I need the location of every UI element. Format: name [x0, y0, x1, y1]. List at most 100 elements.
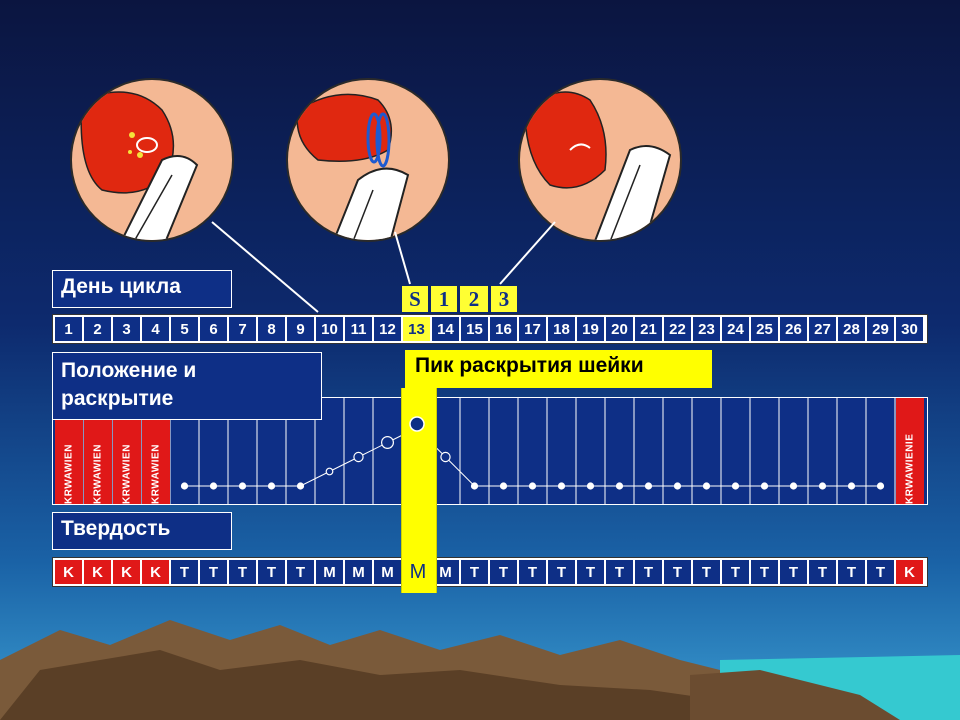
- day-cell-12: 12: [374, 317, 401, 341]
- firmness-cell-27: T: [809, 560, 836, 584]
- firmness-cell-8: T: [258, 560, 285, 584]
- position-label: Положение и раскрытие: [52, 352, 322, 420]
- peak-day-s: S: [402, 286, 428, 312]
- day-cell-25: 25: [751, 317, 778, 341]
- position-point-day-8: [267, 482, 276, 490]
- peak-label: Пик раскрытия шейки: [405, 350, 712, 388]
- firmness-cell-29: T: [867, 560, 894, 584]
- day-cell-27: 27: [809, 317, 836, 341]
- day-cell-5: 5: [171, 317, 198, 341]
- position-point-day-22: [673, 482, 682, 490]
- position-point-day-28: [847, 482, 856, 490]
- day-cell-29: 29: [867, 317, 894, 341]
- day-cell-16: 16: [490, 317, 517, 341]
- cervix-illustration-right: [518, 78, 682, 242]
- position-point-day-7: [238, 482, 247, 490]
- firmness-cell-21: T: [635, 560, 662, 584]
- firmness-cell-30: K: [896, 560, 923, 584]
- firmness-cell-19: T: [577, 560, 604, 584]
- day-cell-7: 7: [229, 317, 256, 341]
- peak-day-1: 1: [431, 286, 457, 312]
- position-chart-svg: [82, 398, 896, 504]
- firmness-cell-26: T: [780, 560, 807, 584]
- position-point-day-10: [325, 467, 334, 476]
- firmness-cell-24: T: [722, 560, 749, 584]
- firmness-cell-5: T: [171, 560, 198, 584]
- position-point-day-29: [876, 482, 885, 490]
- position-point-day-5: [180, 482, 189, 490]
- position-point-day-25: [760, 482, 769, 490]
- position-point-day-20: [615, 482, 624, 490]
- position-point-day-18: [557, 482, 566, 490]
- firmness-cell-4: K: [142, 560, 169, 584]
- position-point-day-9: [296, 482, 305, 490]
- day-cell-14: 14: [432, 317, 459, 341]
- firmness-cell-10: M: [316, 560, 343, 584]
- day-cell-11: 11: [345, 317, 372, 341]
- day-cell-9: 9: [287, 317, 314, 341]
- mountains: [0, 620, 960, 720]
- firmness-cell-23: T: [693, 560, 720, 584]
- day-cell-19: 19: [577, 317, 604, 341]
- firmness-cell-20: T: [606, 560, 633, 584]
- firmness-cell-16: T: [490, 560, 517, 584]
- day-cell-10: 10: [316, 317, 343, 341]
- day-cell-4: 4: [142, 317, 169, 341]
- position-point-day-24: [731, 482, 740, 490]
- day-cell-15: 15: [461, 317, 488, 341]
- day-cell-24: 24: [722, 317, 749, 341]
- firmness-cell-28: T: [838, 560, 865, 584]
- firmness-cell-7: T: [229, 560, 256, 584]
- firmness-cell-3: K: [113, 560, 140, 584]
- day-cell-17: 17: [519, 317, 546, 341]
- day-cell-21: 21: [635, 317, 662, 341]
- position-point-day-16: [499, 482, 508, 490]
- firmness-cell-11: M: [345, 560, 372, 584]
- position-point-day-26: [789, 482, 798, 490]
- firmness-cell-2: K: [84, 560, 111, 584]
- position-point-day-19: [586, 482, 595, 490]
- day-cell-6: 6: [200, 317, 227, 341]
- position-point-day-23: [702, 482, 711, 490]
- day-cell-2: 2: [84, 317, 111, 341]
- day-label: День цикла: [52, 270, 232, 308]
- position-point-day-14: [440, 451, 451, 463]
- position-point-day-6: [209, 482, 218, 490]
- firmness-label: Твердость: [52, 512, 232, 550]
- day-cell-28: 28: [838, 317, 865, 341]
- firmness-cell-25: T: [751, 560, 778, 584]
- position-label-line2: раскрытие: [61, 387, 174, 410]
- firmness-cell-22: T: [664, 560, 691, 584]
- day-cell-13: 13: [403, 317, 430, 341]
- firmness-cell-17: T: [519, 560, 546, 584]
- position-point-day-27: [818, 482, 827, 490]
- position-point-day-15: [470, 482, 479, 490]
- firmness-cell-12: M: [374, 560, 401, 584]
- day-cell-30: 30: [896, 317, 923, 341]
- cervix-illustration-left: [70, 78, 234, 242]
- position-label-line1: Положение и: [61, 359, 197, 382]
- position-point-day-17: [528, 482, 537, 490]
- peak-day-2: 2: [460, 286, 488, 312]
- position-point-day-11: [353, 451, 364, 463]
- day-cell-8: 8: [258, 317, 285, 341]
- firmness-cell-18: T: [548, 560, 575, 584]
- day-cell-23: 23: [693, 317, 720, 341]
- position-series-line: [184, 427, 881, 487]
- firmness-cell-6: T: [200, 560, 227, 584]
- day-cell-20: 20: [606, 317, 633, 341]
- day-cell-22: 22: [664, 317, 691, 341]
- firmness-cell-1: K: [55, 560, 82, 584]
- position-point-day-12: [381, 435, 395, 449]
- bleeding-column-day-30: KRWAWIENIE: [896, 398, 924, 504]
- peak-day-3: 3: [491, 286, 517, 312]
- peak-firmness-value: M: [409, 560, 427, 583]
- peak-dot-overlay: [409, 416, 425, 432]
- day-cell-26: 26: [780, 317, 807, 341]
- position-point-day-21: [644, 482, 653, 490]
- firmness-cell-9: T: [287, 560, 314, 584]
- firmness-cell-15: T: [461, 560, 488, 584]
